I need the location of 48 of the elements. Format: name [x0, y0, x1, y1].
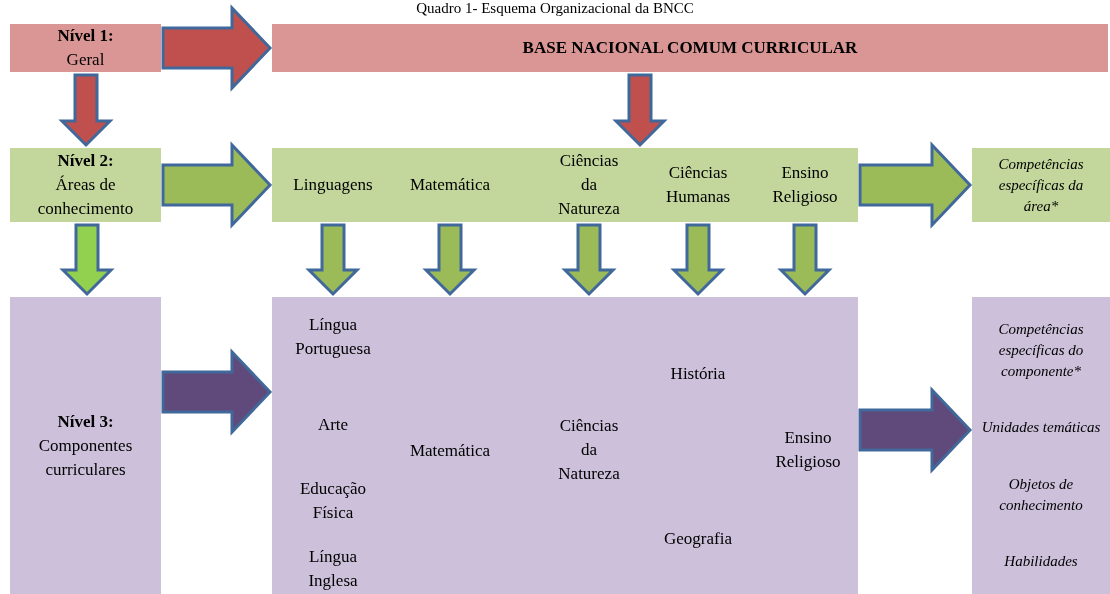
block-arrow [161, 141, 273, 229]
node-text: História [670, 363, 726, 385]
node-text: Língua Portuguesa [294, 314, 372, 360]
node-text: Matemática [409, 174, 491, 196]
area-band [272, 297, 858, 594]
level-box [10, 148, 161, 222]
block-arrow [670, 223, 726, 297]
level-heading: Nível 2: [57, 150, 114, 172]
node-text: Habilidades [1004, 552, 1078, 572]
node-text: Competências específicas da área* [997, 154, 1085, 216]
node-text: BASE NACIONAL COMUM CURRICULAR [522, 37, 858, 59]
node-text: Língua Inglesa [307, 546, 359, 592]
level-box [10, 297, 161, 594]
block-arrow [161, 4, 273, 92]
node-text: Áreas de conhecimento [36, 174, 135, 220]
block-arrow [59, 223, 115, 297]
level-heading: Nível 1: [57, 25, 114, 47]
node-text: Ensino Religioso [771, 162, 839, 208]
block-arrow [858, 386, 973, 474]
block-arrow [58, 73, 114, 148]
area-band [272, 148, 858, 222]
node-text: Componentes curriculares [37, 434, 134, 481]
node-text: Geral [66, 49, 105, 71]
block-arrow [777, 223, 833, 297]
level-box [10, 24, 161, 72]
node-text: Ciências Humanas [664, 162, 732, 208]
block-arrow [561, 223, 617, 297]
outcome-box [972, 148, 1110, 222]
node-text: Ensino Religioso [774, 427, 842, 473]
node-text: Arte [317, 414, 349, 436]
level-heading: Nível 3: [57, 410, 114, 433]
node-text: Educação Física [298, 478, 368, 524]
node-text: Geografia [664, 528, 732, 550]
node-text: Linguagens [293, 174, 373, 196]
node-text: Unidades temáticas [981, 418, 1101, 438]
node-text: Ciências da Natureza [557, 150, 621, 220]
block-arrow [858, 141, 973, 229]
node-text: Matemática [409, 440, 491, 462]
banner-box [272, 24, 1108, 72]
block-arrow [305, 223, 361, 297]
node-text: Competências específicas do componente* [997, 319, 1085, 381]
block-arrow [422, 223, 478, 297]
title: Quadro 1- Esquema Organizacional da BNCC [415, 0, 695, 16]
node-text: Objetos de conhecimento [998, 474, 1084, 515]
node-text: Ciências da Natureza [557, 415, 621, 485]
outcome-box [972, 297, 1110, 594]
block-arrow [161, 348, 273, 436]
block-arrow [612, 73, 668, 148]
